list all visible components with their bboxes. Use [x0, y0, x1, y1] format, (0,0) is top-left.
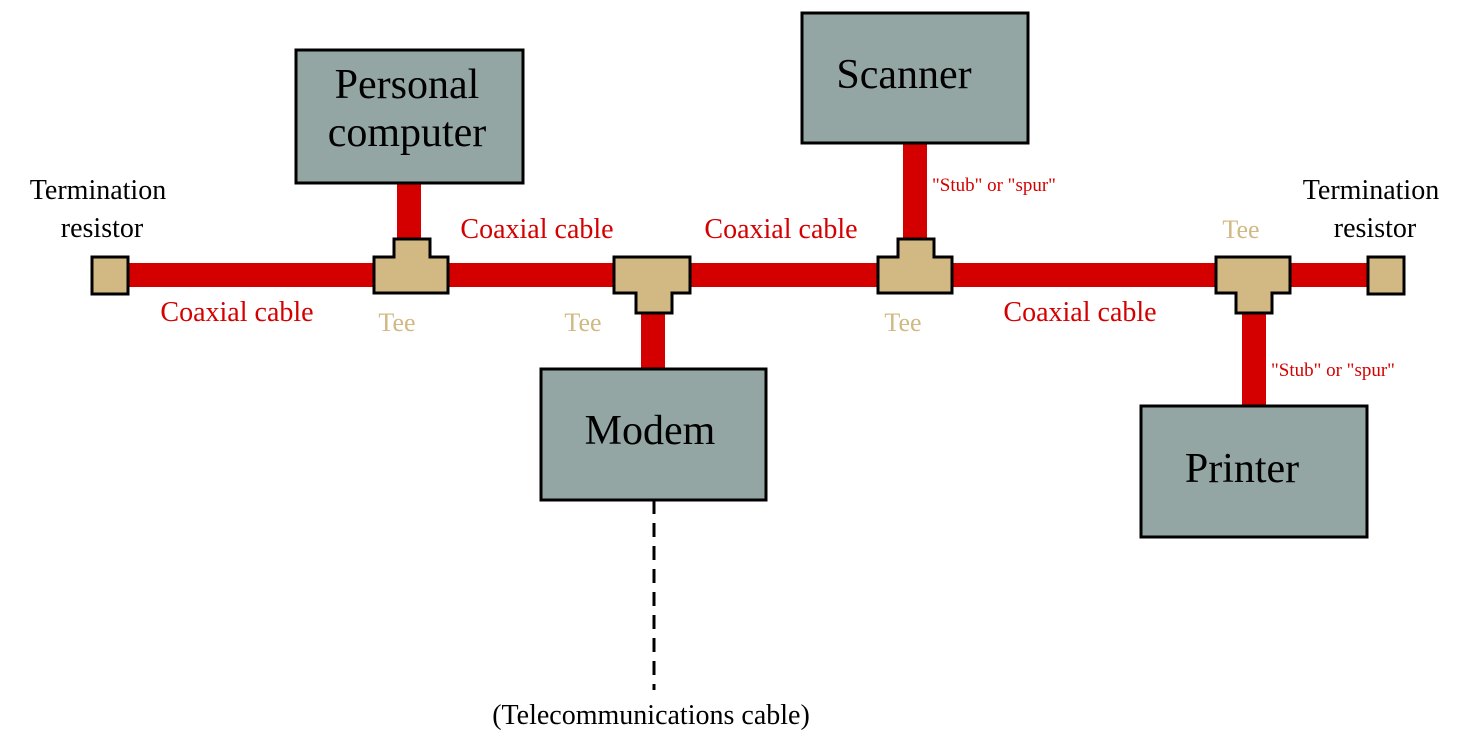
printer-label: Printer [1185, 446, 1299, 492]
pc-label-line1: Personal [335, 62, 480, 108]
personal-computer-box [294, 48, 525, 185]
tee-scanner [876, 237, 954, 295]
tee-printer [1214, 255, 1292, 315]
coax-label-1: Coaxial cable [160, 297, 313, 328]
tee-label-modem: Tee [564, 308, 601, 337]
printer-box [1139, 404, 1369, 539]
scanner-box [800, 11, 1030, 145]
coax-label-3: Coaxial cable [704, 214, 857, 245]
stub-label-printer: "Stub" or "spur" [1271, 360, 1395, 381]
tee-label-printer: Tee [1222, 215, 1259, 244]
pc-label-line2: computer [328, 110, 487, 156]
scanner-label: Scanner [836, 52, 971, 98]
coax-label-4: Coaxial cable [1003, 297, 1156, 328]
termination-label-right-line2: resistor [1334, 213, 1417, 244]
termination-label-right-line1: Termination [1303, 175, 1439, 206]
termination-resistor-right [1366, 255, 1406, 296]
modem-label: Modem [585, 408, 716, 454]
termination-resistor-left [90, 255, 130, 296]
coax-label-2: Coaxial cable [460, 214, 613, 245]
modem-box [539, 367, 768, 502]
tee-modem [612, 255, 692, 315]
tee-label-pc: Tee [378, 308, 415, 337]
termination-label-left-line1: Termination [30, 175, 166, 206]
stub-label-scanner: "Stub" or "spur" [932, 175, 1056, 196]
termination-label-left-line2: resistor [61, 213, 144, 244]
tee-label-scanner: Tee [884, 308, 921, 337]
telecom-cable-label: (Telecommunications cable) [492, 700, 810, 731]
tee-pc [372, 237, 450, 295]
